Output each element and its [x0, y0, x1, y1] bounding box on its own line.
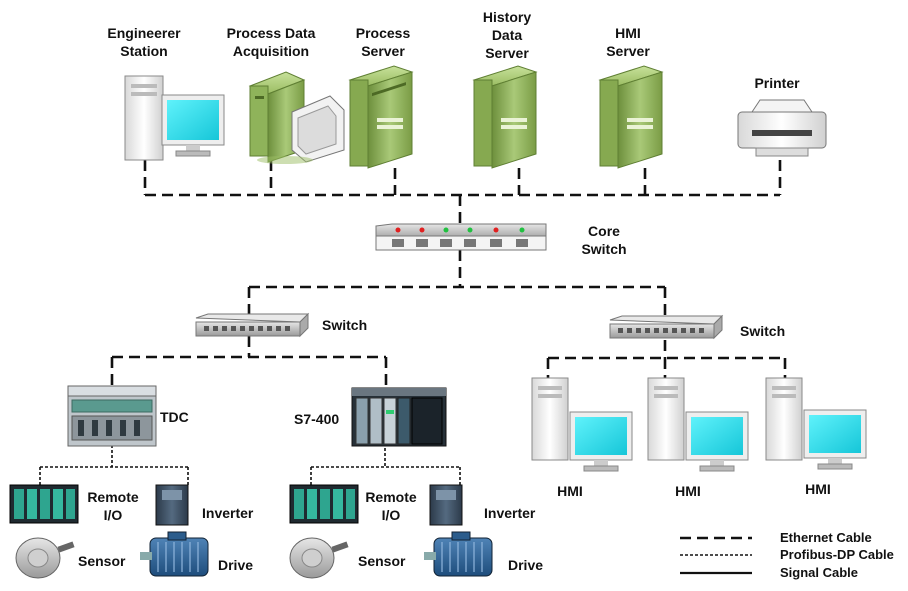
- left-switch-icon: [195, 312, 310, 338]
- remote-io-left-label-line-2: I/O: [103, 507, 123, 523]
- remote-io-right-label: Remote I/O: [360, 488, 422, 524]
- right-switch-icon: [609, 314, 724, 340]
- hmi-3-label: HMI: [805, 481, 831, 497]
- drive-right-label: Drive: [508, 557, 544, 573]
- inverter-left-label: Inverter: [202, 505, 254, 521]
- engineer-station-icon: [124, 75, 225, 161]
- profibus-cables: [39, 445, 461, 485]
- history-data-server-label-line-2: Data: [491, 27, 523, 43]
- inverter-right-label: Inverter: [484, 505, 536, 521]
- hmi-server-label-line-1: HMI: [615, 25, 641, 41]
- core-switch-label-line-2: Switch: [581, 241, 627, 257]
- inverter-left-icon: [155, 484, 189, 526]
- legend-line-samples: [680, 536, 752, 575]
- hmi-server-icon: [598, 65, 664, 169]
- process-server-label-line-1: Process: [355, 25, 411, 41]
- drive-left-icon: [140, 531, 209, 577]
- sensor-right-icon: [289, 537, 349, 579]
- history-data-server-icon: [472, 65, 538, 169]
- sensor-right-label: Sensor: [358, 553, 406, 569]
- right-switch-label: Switch: [740, 323, 786, 339]
- drive-left-label: Drive: [218, 557, 254, 573]
- inverter-right-icon: [429, 484, 463, 526]
- s7-400-controller-icon: [351, 387, 447, 447]
- remote-io-left-label-line-1: Remote: [87, 489, 139, 505]
- printer-label: Printer: [754, 75, 800, 91]
- engineer-station-label-line-1: Engineerer: [107, 25, 181, 41]
- history-data-server-label-line-3: Server: [485, 45, 529, 61]
- hmi-1-label: HMI: [557, 483, 583, 499]
- core-switch-label: Core Switch: [576, 222, 632, 258]
- hmi-workstation-2-icon: [647, 377, 749, 472]
- process-server-label-line-2: Server: [361, 43, 405, 59]
- remote-io-left-icon: [9, 484, 79, 524]
- s7-400-label: S7-400: [294, 411, 340, 427]
- hmi-workstation-1-icon: [531, 377, 633, 472]
- printer-icon: [737, 99, 827, 157]
- process-server-label: Process Server: [348, 24, 418, 60]
- hmi-2-label: HMI: [675, 483, 701, 499]
- core-switch-label-line-1: Core: [588, 223, 620, 239]
- remote-io-right-icon: [289, 484, 359, 524]
- left-switch-label: Switch: [322, 317, 368, 333]
- hmi-server-label-line-2: Server: [606, 43, 650, 59]
- sensor-left-label: Sensor: [78, 553, 126, 569]
- tdc-controller-icon: [67, 385, 157, 447]
- history-data-server-label-line-1: History: [482, 9, 532, 25]
- engineer-station-label-line-2: Station: [120, 43, 168, 59]
- engineer-station-label: Engineerer Station: [96, 24, 192, 60]
- remote-io-left-label: Remote I/O: [82, 488, 144, 524]
- legend-ethernet-label: Ethernet Cable: [780, 530, 872, 545]
- legend-profibus-label: Profibus-DP Cable: [780, 547, 894, 562]
- hmi-server-label: HMI Server: [598, 24, 658, 60]
- remote-io-right-label-line-1: Remote: [365, 489, 417, 505]
- process-data-acquisition-label-line-1: Process Data: [226, 25, 316, 41]
- process-data-acquisition-label-line-2: Acquisition: [232, 43, 310, 59]
- history-data-server-label: History Data Server: [472, 8, 542, 62]
- process-data-acquisition-icon: [248, 71, 345, 164]
- drive-right-icon: [424, 531, 493, 577]
- process-server-icon: [348, 65, 414, 169]
- hmi-workstation-3-icon: [765, 377, 867, 470]
- remote-io-right-label-line-2: I/O: [381, 507, 401, 523]
- tdc-label: TDC: [160, 409, 189, 425]
- sensor-left-icon: [15, 537, 75, 579]
- process-data-acquisition-label: Process Data Acquisition: [216, 24, 326, 60]
- core-switch-icon: [375, 223, 547, 251]
- ethernet-cables: [110, 160, 787, 386]
- legend-signal-label: Signal Cable: [780, 565, 859, 580]
